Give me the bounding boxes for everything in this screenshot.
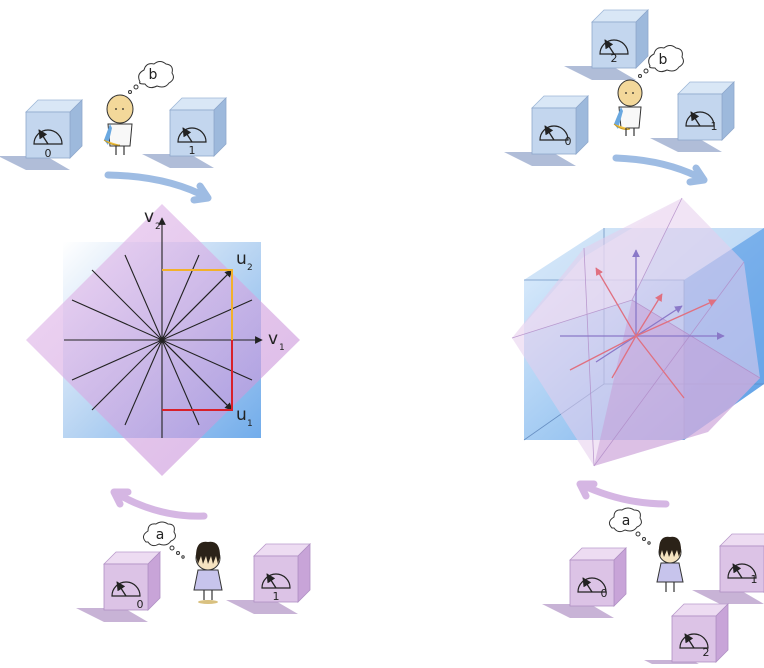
svg-text:2: 2 [247,263,253,273]
arrow-bob-to-cube [612,154,708,186]
alice-thought-text: a [156,527,165,543]
alice-figure [656,536,684,592]
bob-thought-bubble: b [128,61,174,94]
bob-thought-bubble: b [638,45,684,78]
right-panel: 2 0 1 b [503,9,764,668]
cube-label: 0 [137,598,144,611]
svg-text:u: u [236,249,247,269]
alice-figure [193,541,223,604]
alice-thought-bubble: a [142,521,185,559]
u2-component-path [162,269,233,340]
alice-cube-2: 2 [643,603,729,668]
u1-label: u 1 [236,405,253,429]
bob-thought-text: b [659,52,668,68]
cube-label: 1 [711,120,718,133]
left-panel: 0 1 b [0,61,311,623]
v-axes-3d [569,267,717,399]
alice-thought-bubble: a [608,507,651,545]
svg-text:u: u [236,405,247,425]
u-axes-3d [560,249,725,363]
alice-cube-1: 1 [225,543,311,615]
svg-text:2: 2 [155,222,161,232]
svg-text:1: 1 [279,343,285,353]
alice-cube-0: 0 [541,547,627,619]
alice-thought-text: a [622,513,631,529]
bob-cube-1: 1 [141,97,227,169]
bob-cube-0: 0 [0,99,83,171]
arrow-bob-to-planes [104,171,212,204]
alice-cube-1: 1 [691,533,764,605]
svg-text:v: v [144,207,154,227]
bob-cube-1: 1 [649,81,735,153]
cube-label: 2 [703,646,710,659]
svg-text:v: v [268,329,278,349]
u1-component-path [162,340,233,411]
alice-cube-0: 0 [75,551,161,623]
bob-cube-2: 2 [563,9,649,81]
bob-cube-0: 0 [503,95,589,167]
cube-label: 2 [611,52,618,65]
left-axes [64,217,263,438]
cube-label: 1 [189,144,196,157]
cube-label: 0 [45,147,52,160]
v2-label: v 2 [144,207,161,232]
cube-label: 0 [565,135,572,148]
bob-figure [103,94,134,155]
cube-label: 1 [273,590,280,603]
cube-label: 1 [751,573,758,586]
svg-text:1: 1 [247,419,253,429]
v1-label: v 1 [268,329,285,353]
arrow-alice-to-cube [576,480,670,508]
cube-label: 0 [601,587,608,600]
arrow-alice-to-planes [110,488,208,520]
bob-figure [613,79,643,136]
bob-thought-text: b [149,67,158,83]
u2-label: u 2 [236,249,253,273]
